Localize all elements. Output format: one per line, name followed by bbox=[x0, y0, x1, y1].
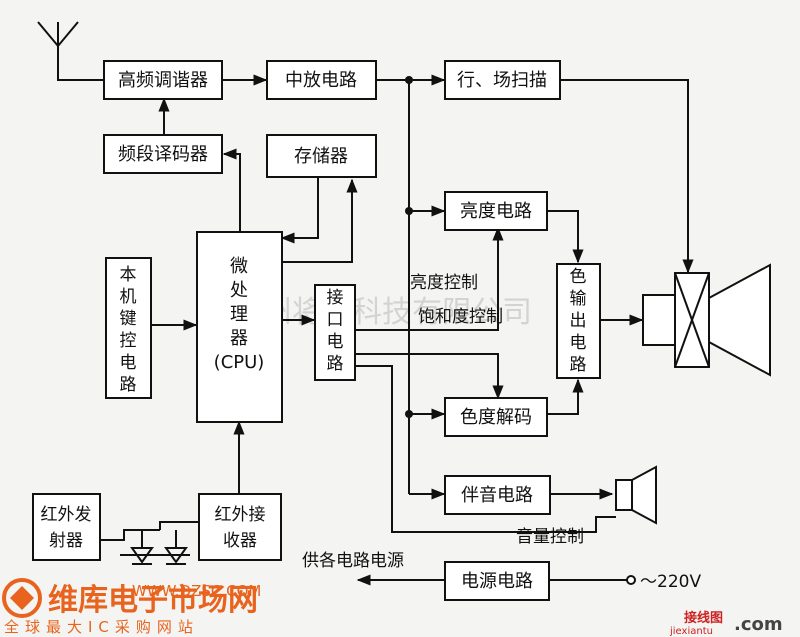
label-mains: ～220V bbox=[640, 572, 701, 592]
svg-text:路: 路 bbox=[570, 355, 587, 375]
svg-text:微: 微 bbox=[230, 256, 248, 277]
label-volume-control: 音量控制 bbox=[516, 527, 584, 547]
svg-text:接线图: 接线图 bbox=[684, 610, 723, 626]
dzsc-logo: 维库电子市场网 WWW.DZSC.COM 全球最大IC采购网站 bbox=[2, 578, 261, 636]
svg-text:控: 控 bbox=[120, 331, 137, 351]
svg-text:器: 器 bbox=[230, 328, 248, 349]
svg-text:.com: .com bbox=[734, 614, 783, 635]
block-interface: 接 口 电 路 bbox=[314, 284, 356, 381]
svg-text:接: 接 bbox=[327, 288, 344, 308]
svg-text:本: 本 bbox=[120, 265, 137, 285]
svg-text:口: 口 bbox=[327, 310, 344, 330]
svg-text:机: 机 bbox=[120, 287, 137, 307]
block-ir-transmitter: 红外发 射器 bbox=[32, 493, 101, 561]
block-if-amp: 中放电路 bbox=[266, 60, 377, 100]
block-color-output: 色 输 出 电 路 bbox=[556, 263, 601, 379]
block-keypad: 本 机 键 控 电 路 bbox=[105, 257, 152, 399]
label-saturation-control: 饱和度控制 bbox=[418, 307, 503, 327]
label-brightness-control: 亮度控制 bbox=[410, 273, 478, 293]
svg-text:红外发: 红外发 bbox=[41, 505, 92, 525]
svg-text:红外接: 红外接 bbox=[215, 505, 266, 525]
block-power: 电源电路 bbox=[444, 561, 550, 601]
crt-icon bbox=[642, 263, 771, 377]
connection-wires bbox=[100, 74, 694, 586]
svg-text:中放电路: 中放电路 bbox=[285, 70, 357, 91]
jiexiantu-logo: 接线图 jiexiantu .com bbox=[669, 610, 783, 637]
svg-text:伴音电路: 伴音电路 bbox=[461, 485, 533, 506]
block-memory: 存储器 bbox=[266, 134, 377, 178]
svg-text:维库电子市场网: 维库电子市场网 bbox=[48, 583, 258, 618]
svg-text:理: 理 bbox=[230, 304, 248, 325]
svg-text:输: 输 bbox=[570, 289, 587, 309]
svg-text:全球最大IC采购网站: 全球最大IC采购网站 bbox=[4, 618, 199, 636]
svg-text:射器: 射器 bbox=[49, 531, 83, 551]
svg-text:色: 色 bbox=[570, 267, 587, 287]
block-cpu: 微 处 理 器 (CPU) bbox=[196, 231, 283, 423]
svg-text:行、场扫描: 行、场扫描 bbox=[457, 70, 547, 91]
svg-text:存储器: 存储器 bbox=[294, 146, 348, 167]
svg-text:jiexiantu: jiexiantu bbox=[669, 626, 713, 637]
svg-text:高频调谐器: 高频调谐器 bbox=[118, 70, 208, 91]
svg-text:收器: 收器 bbox=[223, 531, 257, 551]
antenna-icon bbox=[37, 21, 104, 81]
ir-diode-icon bbox=[130, 530, 188, 565]
block-scan: 行、场扫描 bbox=[444, 60, 561, 100]
svg-text:电: 电 bbox=[120, 353, 137, 373]
block-band-decoder: 频段译码器 bbox=[103, 134, 223, 174]
block-hf-tuner: 高频调谐器 bbox=[103, 60, 223, 100]
block-brightness: 亮度电路 bbox=[444, 191, 548, 231]
svg-text:路: 路 bbox=[327, 354, 344, 374]
svg-text:路: 路 bbox=[120, 375, 137, 395]
block-ir-receiver: 红外接 收器 bbox=[198, 493, 282, 561]
svg-text:电: 电 bbox=[327, 332, 344, 352]
svg-text:频段译码器: 频段译码器 bbox=[118, 144, 208, 165]
svg-text:色度解码: 色度解码 bbox=[460, 407, 532, 428]
block-chroma-decode: 色度解码 bbox=[444, 397, 548, 437]
speaker-icon bbox=[615, 465, 657, 525]
svg-text:电源电路: 电源电路 bbox=[461, 571, 533, 592]
svg-text:电: 电 bbox=[570, 333, 587, 353]
svg-text:键: 键 bbox=[120, 309, 137, 329]
block-sound: 伴音电路 bbox=[444, 475, 551, 515]
svg-text:WWW.DZSC.COM: WWW.DZSC.COM bbox=[132, 582, 261, 600]
svg-text:(CPU): (CPU) bbox=[214, 352, 265, 373]
label-power-supply: 供各电路电源 bbox=[302, 551, 404, 571]
svg-text:亮度电路: 亮度电路 bbox=[460, 201, 532, 222]
svg-text:出: 出 bbox=[570, 311, 587, 331]
svg-text:处: 处 bbox=[230, 280, 248, 301]
